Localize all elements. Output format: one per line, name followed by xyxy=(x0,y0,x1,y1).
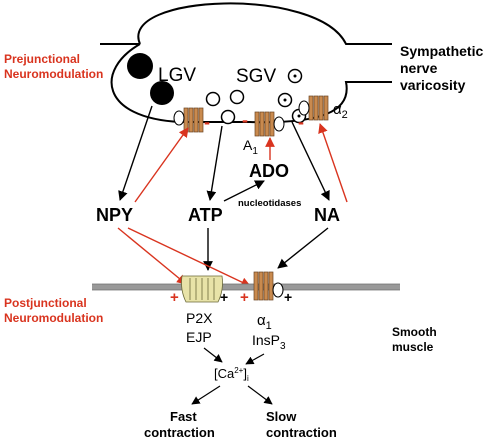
atp-label: ATP xyxy=(188,205,223,225)
insp3-to-ca-arrow xyxy=(245,353,265,365)
release-arrow-na xyxy=(291,121,330,201)
postjunctional-label: Postjunctional xyxy=(4,296,87,310)
y2-receptor xyxy=(173,107,204,133)
varicosity-label: Sympathetic xyxy=(400,43,483,59)
lgv-vesicle xyxy=(150,81,174,105)
na-to-alpha1-arrow xyxy=(277,227,329,269)
npy-to-alpha1-arrow xyxy=(127,227,251,287)
npy-to-p2x-arrow xyxy=(117,227,187,285)
lgv-vesicle xyxy=(127,53,153,79)
release-arrow-npy xyxy=(118,105,153,201)
smooth-muscle-label: Smooth xyxy=(392,325,437,339)
varicosity-outline xyxy=(100,2,392,45)
potentiation-sign: + xyxy=(170,289,179,306)
sgv-vesicle-core xyxy=(297,114,301,118)
calcium-label: [Ca2+]i xyxy=(214,366,249,383)
postjunctional-label: Neuromodulation xyxy=(4,311,103,325)
sgv-vesicle xyxy=(229,89,245,105)
ca-to-slow-arrow xyxy=(247,385,273,405)
varicosity-label: nerve xyxy=(400,60,438,76)
p2x-label: P2X xyxy=(186,310,213,326)
ado-label: ADO xyxy=(249,161,289,181)
p2x-receptor xyxy=(181,275,223,303)
potentiation-sign: + xyxy=(240,289,249,306)
slow-contraction-label: contraction xyxy=(266,425,337,440)
smooth-muscle-membrane xyxy=(92,284,400,290)
na-label: NA xyxy=(314,205,340,225)
ejp-to-ca-arrow xyxy=(203,347,223,363)
a1-adenosine-receptor xyxy=(254,111,285,137)
lgv-label: LGV xyxy=(158,65,196,86)
insp3-label: InsP3 xyxy=(252,332,286,352)
npy-label: NPY xyxy=(96,205,133,225)
prejunctional-label: Neuromodulation xyxy=(4,67,103,81)
smooth-muscle-label: muscle xyxy=(392,340,434,354)
alpha1-receptor xyxy=(253,271,284,301)
sgv-label: SGV xyxy=(236,66,276,87)
a1-pre-label: A1 xyxy=(243,137,258,157)
inhibition-sign: - xyxy=(242,110,248,130)
alpha2-label: α2 xyxy=(333,101,348,121)
nucleotidases-label: nucleotidases xyxy=(238,198,301,209)
fast-contraction-label: contraction xyxy=(144,425,215,440)
potentiation-sign: + xyxy=(284,289,292,305)
varicosity-label: varicosity xyxy=(400,77,466,93)
ejp-label: EJP xyxy=(186,329,212,345)
potentiation-sign: + xyxy=(220,289,228,305)
inhibition-sign: - xyxy=(298,112,304,132)
alpha1-label: α1 xyxy=(257,312,272,332)
na-to-alpha2-arrow xyxy=(318,123,348,203)
ca-to-fast-arrow xyxy=(191,385,221,405)
atp-to-ado-arrow xyxy=(223,180,265,202)
npy-prejunctional-arrow xyxy=(134,127,189,203)
sgv-vesicle-core xyxy=(283,98,287,102)
release-arrow-atp xyxy=(206,125,223,201)
prejunctional-label: Prejunctional xyxy=(4,52,80,66)
sgv-vesicle-core xyxy=(293,74,297,78)
inhibition-sign: - xyxy=(204,112,210,132)
slow-contraction-label: Slow xyxy=(266,409,297,424)
alpha2-receptor xyxy=(298,95,329,121)
sgv-vesicle xyxy=(220,109,236,125)
fast-contraction-label: Fast xyxy=(170,409,197,424)
sgv-vesicle xyxy=(205,91,221,107)
